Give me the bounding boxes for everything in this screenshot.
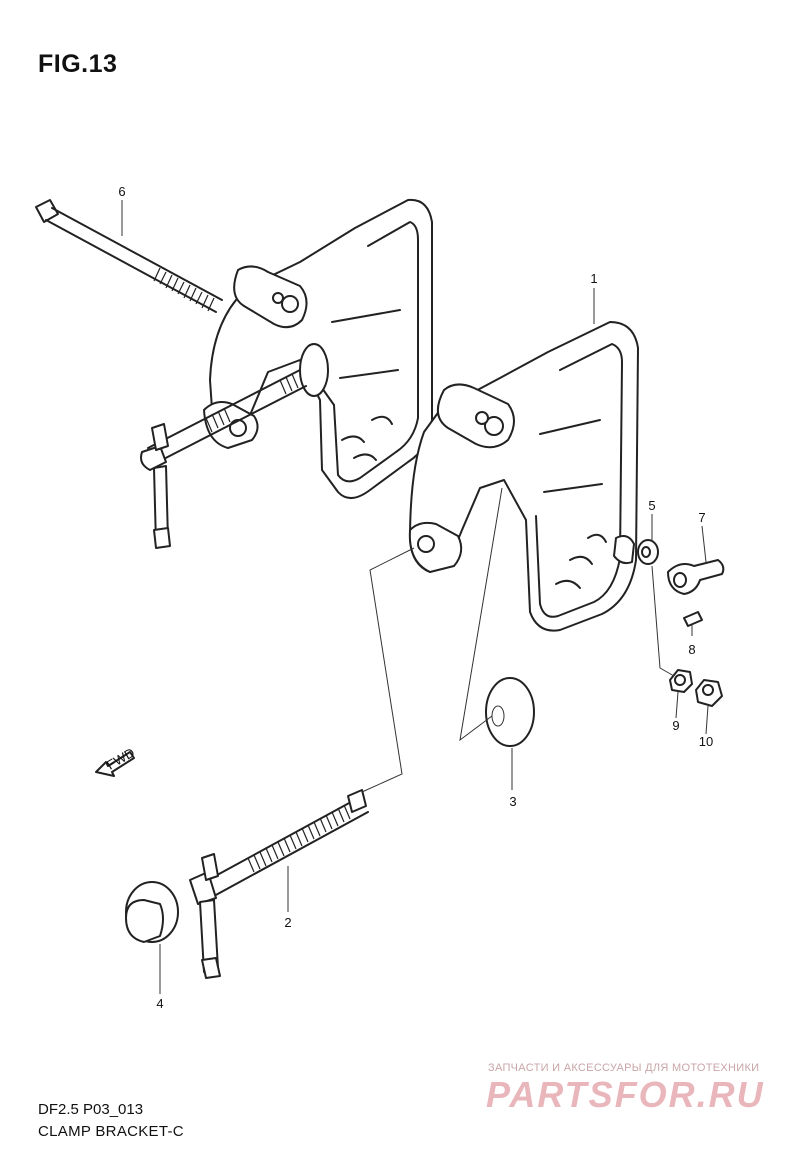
diagram-caption: CLAMP BRACKET-C [38, 1123, 184, 1140]
figure-title: FIG.13 [38, 50, 118, 78]
watermark-tagline: ЗАПЧАСТИ И АКСЕССУАРЫ ДЛЯ МОТОТЕХНИКИ [488, 1062, 760, 1074]
rear-clamp-screw [140, 369, 307, 549]
rear-clamp-bracket [203, 198, 433, 499]
callout-numbers: 1 2 3 4 5 6 7 8 9 10 [118, 184, 713, 1011]
callout-8: 8 [688, 642, 695, 657]
callout-2: 2 [284, 915, 291, 930]
pin-part-8 [683, 611, 703, 627]
wing-nut-part-7 [667, 559, 725, 595]
nut-part-9 [669, 669, 693, 693]
watermark-logo: PARTSFOR.RU [486, 1074, 765, 1115]
callout-3: 3 [509, 794, 516, 809]
fwd-label: FWD [104, 745, 137, 773]
bolt-part-6 [35, 199, 223, 313]
callout-5: 5 [648, 498, 655, 513]
callout-10: 10 [699, 734, 713, 749]
callout-9: 9 [672, 718, 679, 733]
assembly-lines [361, 487, 675, 793]
lock-nut-part-10 [695, 679, 723, 707]
washer-part-5 [637, 539, 659, 565]
callout-1: 1 [590, 271, 597, 286]
callout-6: 6 [118, 184, 125, 199]
fwd-arrow: FWD [95, 745, 137, 777]
bushing-part-4 [125, 881, 179, 943]
callout-4: 4 [156, 996, 163, 1011]
front-clamp-bracket-part-1 [408, 321, 639, 632]
diagram-code: DF2.5 P03_013 [38, 1101, 144, 1118]
callout-7: 7 [698, 510, 705, 525]
clamp-screw-part-2 [189, 789, 369, 979]
leader-lines [121, 200, 709, 994]
pad-part-3 [485, 677, 535, 747]
